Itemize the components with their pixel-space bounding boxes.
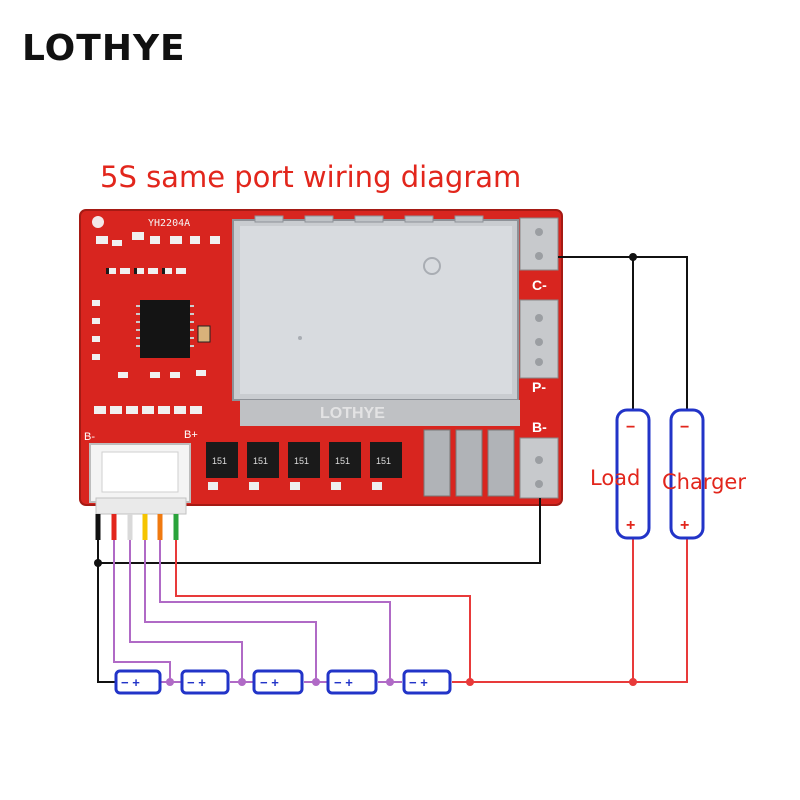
bms-ic-chip — [140, 300, 190, 358]
junction-dots — [94, 253, 637, 686]
balance-wire-4 — [159, 540, 391, 682]
board-watermark: LOTHYE — [320, 405, 385, 422]
svg-text:− +: − + — [409, 675, 428, 690]
battery-pack: − + − + − + − + − + — [114, 669, 452, 695]
load-plus-sign: + — [626, 517, 635, 534]
label-b-minus: B- — [532, 419, 547, 435]
label-pad-b-minus: B- — [84, 431, 95, 443]
terminal-pads — [519, 217, 559, 499]
connector-wire-stubs — [95, 514, 179, 540]
battery-cell-2: − + — [180, 669, 230, 695]
wire-c-minus-to-charger — [558, 256, 688, 410]
load-label: Load — [590, 466, 641, 490]
board-model: YH2204A — [148, 218, 190, 229]
wire-pack-negative — [97, 540, 118, 683]
battery-cell-1: − + — [114, 669, 162, 695]
power-resistors — [423, 429, 515, 497]
svg-text:151: 151 — [376, 456, 391, 466]
mounting-hole — [92, 216, 104, 228]
wire-pack-positive — [452, 538, 688, 683]
balance-wire-2 — [129, 540, 243, 682]
balance-wire-1 — [113, 540, 171, 682]
battery-cell-4: − + — [326, 669, 378, 695]
charger-minus-sign: − — [680, 419, 689, 436]
load-device: − + — [615, 408, 651, 540]
bms-board: YH2204A — [79, 209, 563, 515]
pad-c-minus — [519, 217, 559, 271]
svg-text:151: 151 — [294, 456, 309, 466]
svg-text:− +: − + — [121, 675, 140, 690]
balance-wire-3 — [144, 540, 317, 682]
load-minus-sign: − — [626, 419, 635, 436]
pad-b-minus — [519, 437, 559, 499]
svg-text:151: 151 — [335, 456, 350, 466]
label-pad-b-plus: B+ — [184, 429, 198, 441]
label-p-minus: P- — [532, 379, 546, 395]
svg-text:− +: − + — [334, 675, 353, 690]
battery-cell-3: − + — [252, 669, 304, 695]
svg-text:151: 151 — [253, 456, 268, 466]
svg-text:151: 151 — [212, 456, 227, 466]
label-c-minus: C- — [532, 277, 547, 293]
smd-components — [92, 232, 220, 414]
battery-cell-5: − + — [402, 669, 452, 695]
svg-text:− +: − + — [187, 675, 206, 690]
brand-logo: LOTHYE — [22, 28, 186, 69]
charger-label: Charger — [662, 470, 746, 494]
wire-b-minus — [98, 498, 541, 564]
balance-mosfets: 151 151 151 151 151 — [206, 442, 402, 490]
svg-text:− +: − + — [260, 675, 279, 690]
charger-plus-sign: + — [680, 517, 689, 534]
balance-wire-5-positive — [175, 540, 471, 682]
diagram-title: 5S same port wiring diagram — [100, 160, 522, 194]
charger-device: − + — [669, 408, 705, 540]
